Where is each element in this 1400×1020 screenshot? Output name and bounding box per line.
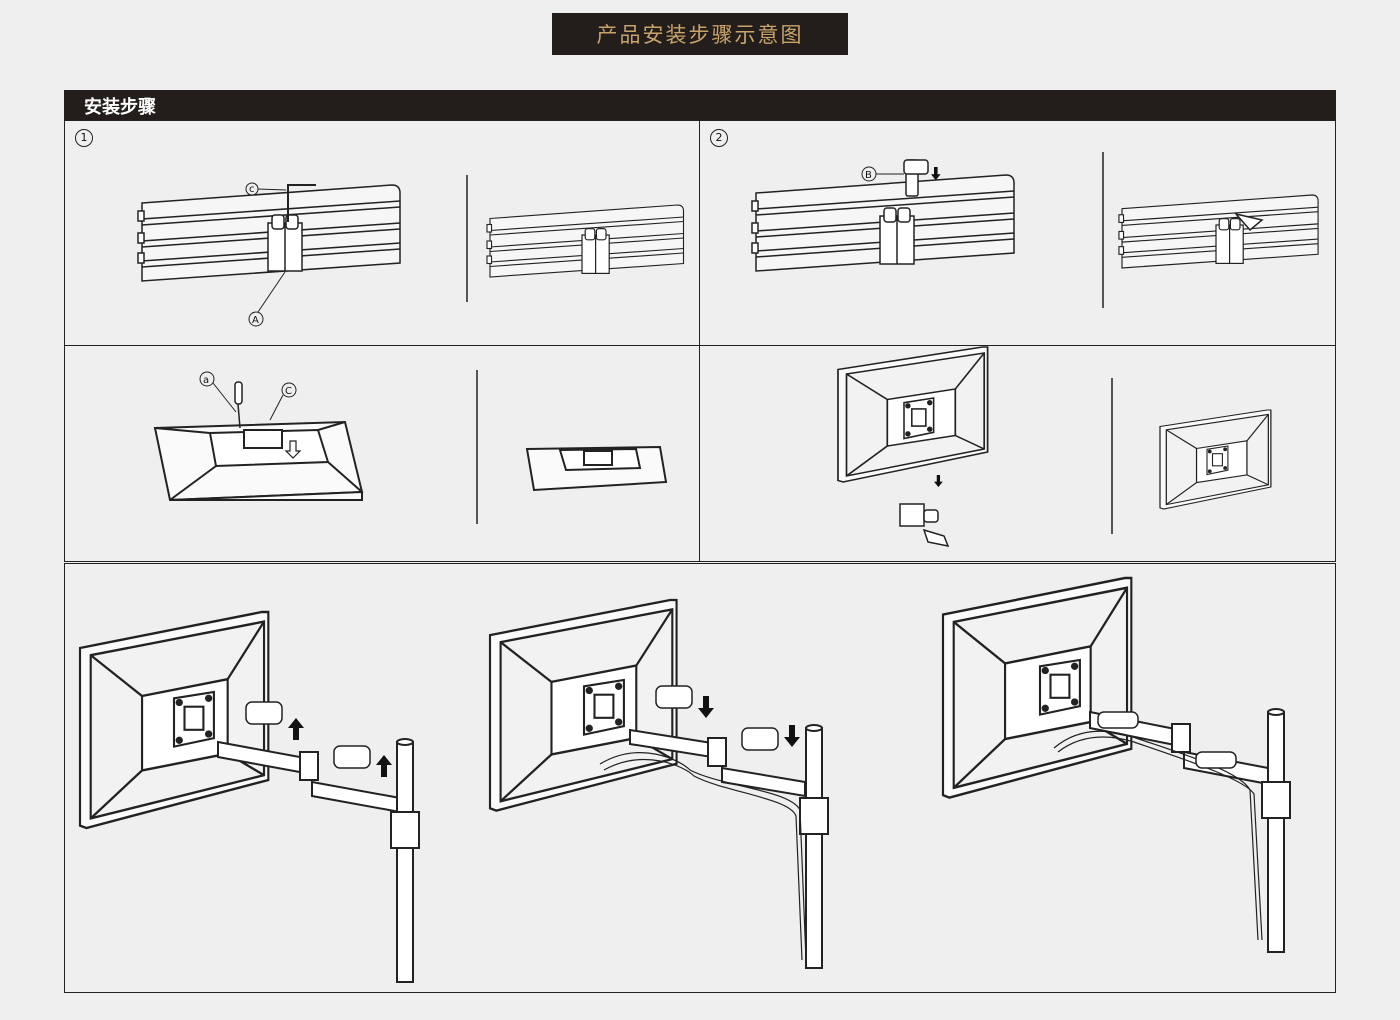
step1-rail-small (486, 204, 685, 278)
step2-rail-large (751, 174, 1015, 272)
cable-bundle (1053, 730, 1263, 941)
section-title: 安装步骤 (84, 97, 156, 118)
allen-key-icon (287, 184, 316, 222)
callout-B-label: B (865, 170, 872, 181)
monitor-face-down-small (525, 445, 668, 492)
cable-cover-icon (245, 701, 371, 769)
monitor-back-with-vesa (837, 346, 989, 483)
step1-rail-large (137, 184, 401, 282)
callout-c (245, 182, 287, 196)
callout-C-label: C (285, 386, 292, 397)
monitor-back-small (1159, 409, 1272, 510)
callout-C (269, 382, 297, 421)
step-number-2: 2 (710, 129, 728, 147)
callout-a-label: a (203, 375, 209, 386)
arrow-down-icon (931, 167, 941, 181)
stage-1-assembly (78, 610, 420, 983)
stage-3-assembly (941, 576, 1291, 953)
page-title: 产品安装步骤示意图 (552, 13, 848, 55)
screwdriver-icon (234, 381, 243, 429)
pivot-b-icon (903, 159, 929, 197)
callout-A-label: A (252, 315, 259, 326)
panel-cable-routing (64, 563, 1336, 993)
cable-bundle (599, 752, 807, 961)
arrow-down-outline-icon (284, 440, 302, 459)
cable-cover-installed (1097, 711, 1237, 769)
callout-a (199, 371, 237, 413)
arrow-down-icon-2 (934, 475, 943, 488)
step2-rail-small (1118, 194, 1319, 269)
callout-B (861, 166, 904, 182)
cable-cover-icon (655, 685, 779, 751)
panel-step-4 (699, 345, 1336, 562)
callout-A (248, 271, 286, 327)
arm-joint-icon (899, 503, 950, 548)
monitor-face-down (153, 420, 364, 502)
step-number-1: 1 (75, 129, 93, 147)
section-header: 安装步骤 (64, 90, 1336, 120)
stage-2-assembly (488, 598, 829, 969)
callout-c-label: c (249, 184, 255, 195)
